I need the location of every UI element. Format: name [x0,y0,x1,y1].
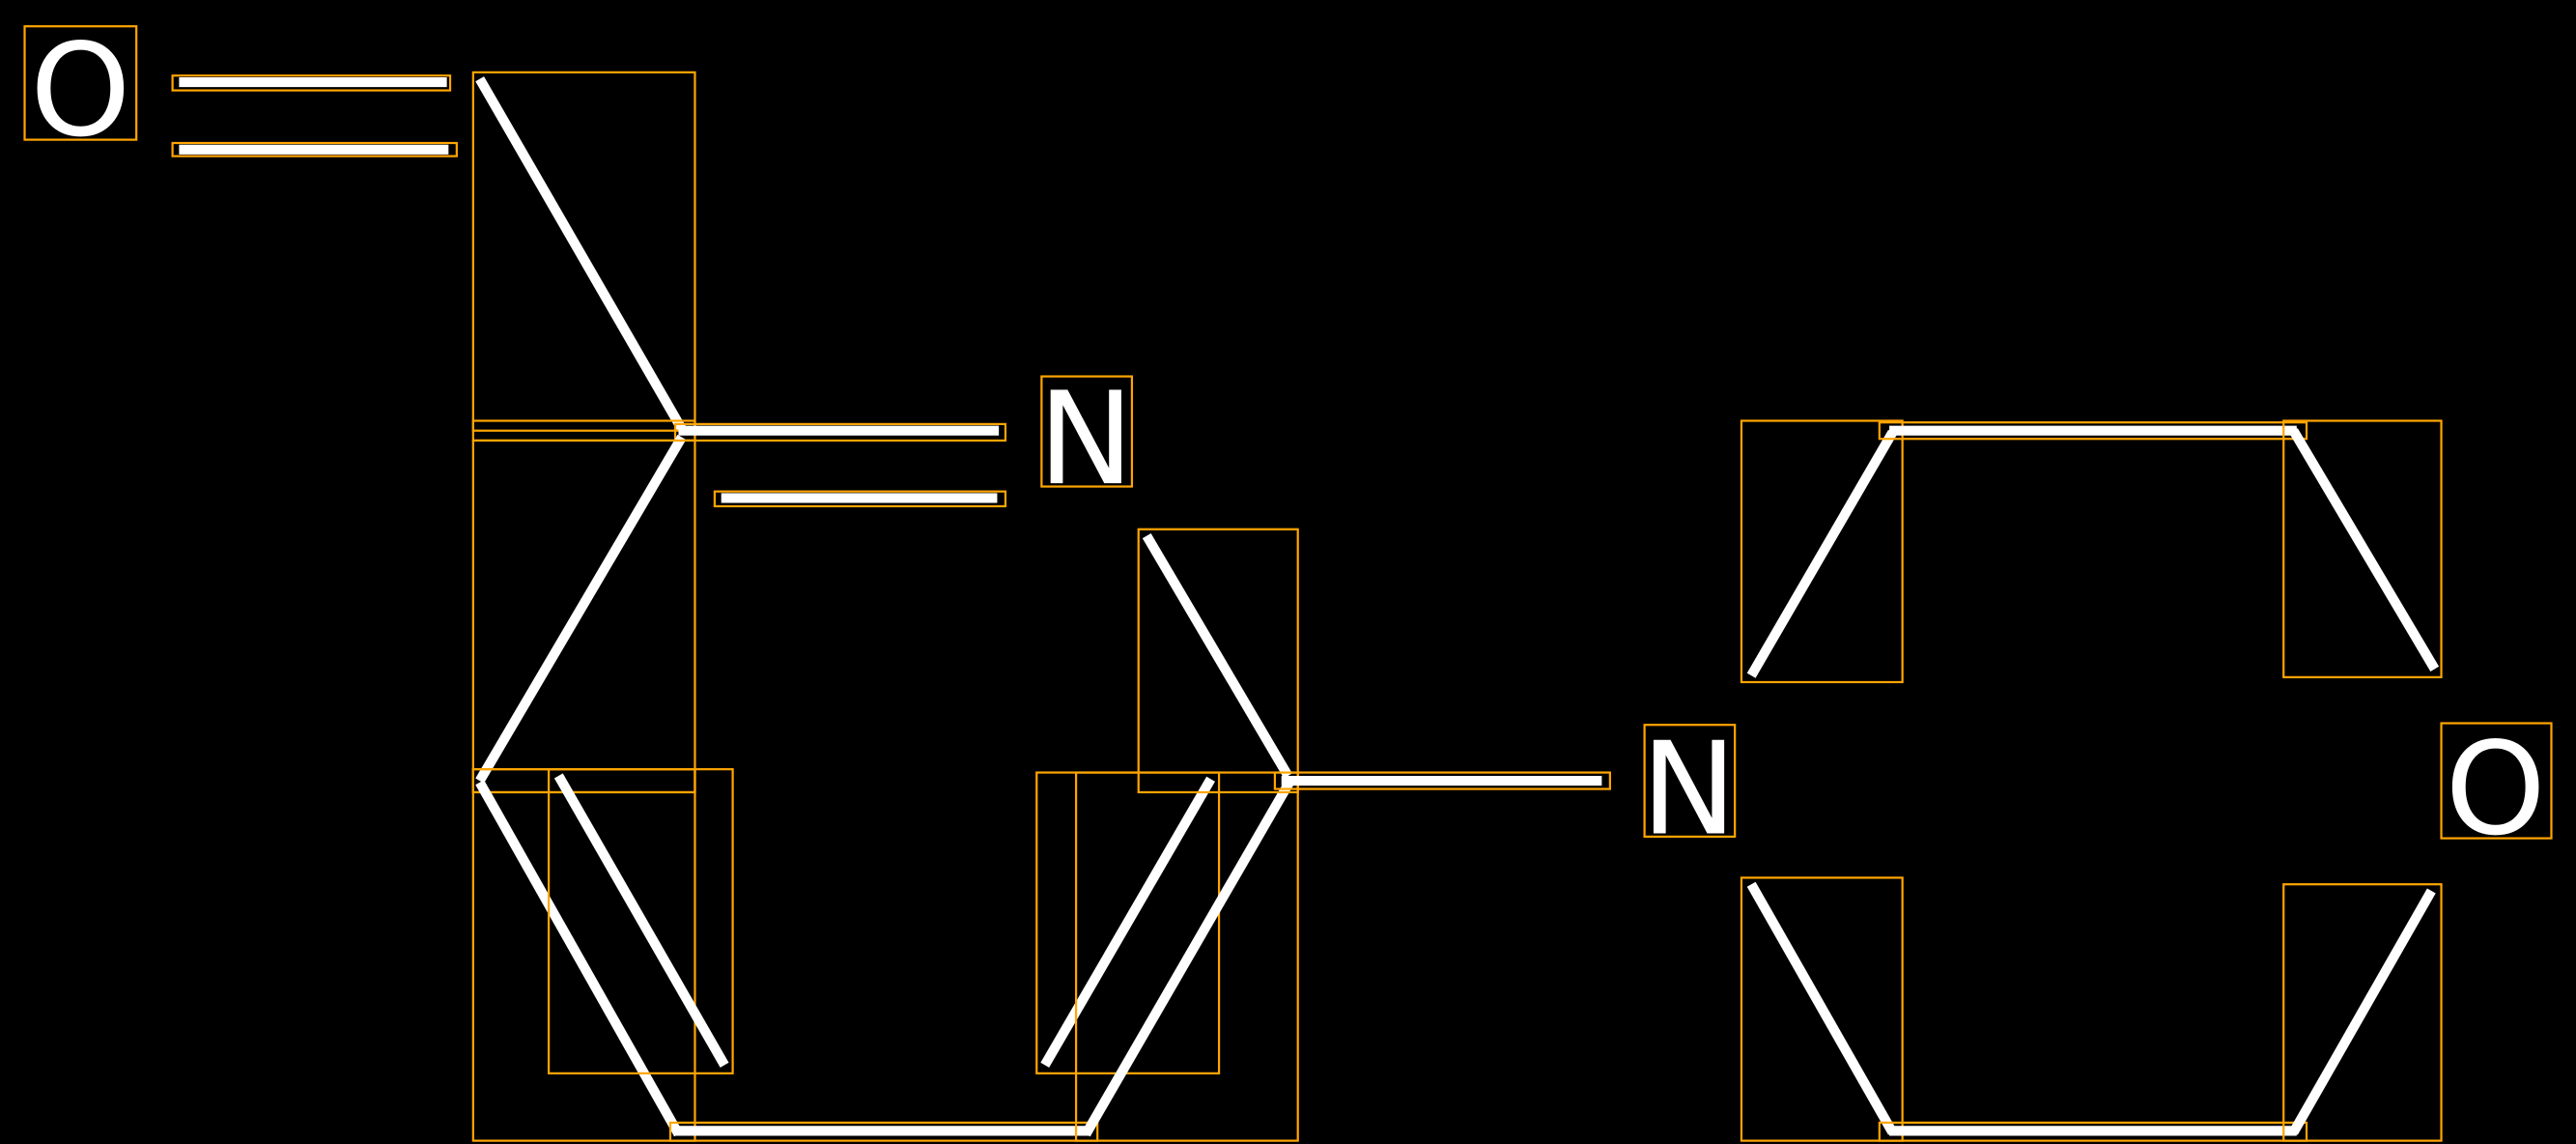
bond-line [553,773,729,1068]
atom-o-left: O [23,16,138,165]
atom-label: N [1641,715,1737,864]
bond-bounding-box [1740,419,1904,684]
bond-bounding-box [2282,419,2443,678]
atom-n-ring: N [1641,715,1737,864]
atom-label: O [30,16,130,165]
bond-bounding-box [713,490,1007,508]
bond-bounding-box [471,71,696,432]
bond-bounding-box [1740,876,1904,1142]
bond-bounding-box [171,141,458,157]
bond-aromatic-left [471,768,734,1142]
atom-o-ring: O [2440,715,2553,864]
bond-c1-c2 [471,71,696,443]
bond-aromatic-upper-right [1137,528,1299,794]
bond-line [1142,532,1292,779]
bond-line [475,434,687,784]
atom-bounding-box [2440,722,2553,840]
bond-line [475,780,683,1137]
atom-n-top: N [1038,365,1134,514]
atom-label: O [2445,715,2545,864]
atom-bounding-box [1040,375,1134,488]
bond-line [2289,428,2440,672]
bond-aromatic-bottom [668,1121,1099,1142]
bond-bounding-box [1878,1121,2308,1142]
bond-aromatic-right [1035,771,1299,1142]
bond-line [1040,776,1215,1068]
bond-bounding-box [1273,771,1611,790]
bond-c2-c3 [471,434,696,794]
bond-bounding-box [1074,771,1299,1142]
bond-line [1746,429,1897,678]
bond-line [475,76,687,432]
bond-bounding-box [547,768,734,1074]
bond-c-n-ring [1273,771,1611,790]
bond-line [2289,888,2436,1135]
bond-bounding-box [1878,421,2308,441]
bond-co-double [171,74,458,157]
atom-bounding-box [23,25,138,141]
bond-cn-triple [673,422,1007,508]
bond-bounding-box [2282,883,2443,1142]
bond-morpholine [1740,419,2443,1142]
atom-bounding-box [1643,724,1737,838]
bond-bounding-box [668,1121,1099,1142]
bond-bounding-box [471,768,696,794]
atom-label: N [1038,365,1134,514]
bond-line [1746,881,1897,1135]
bond-line [1081,776,1296,1137]
bond-bounding-box [171,74,452,92]
bond-bounding-box [1137,528,1299,794]
bond-bounding-box [673,422,1007,443]
